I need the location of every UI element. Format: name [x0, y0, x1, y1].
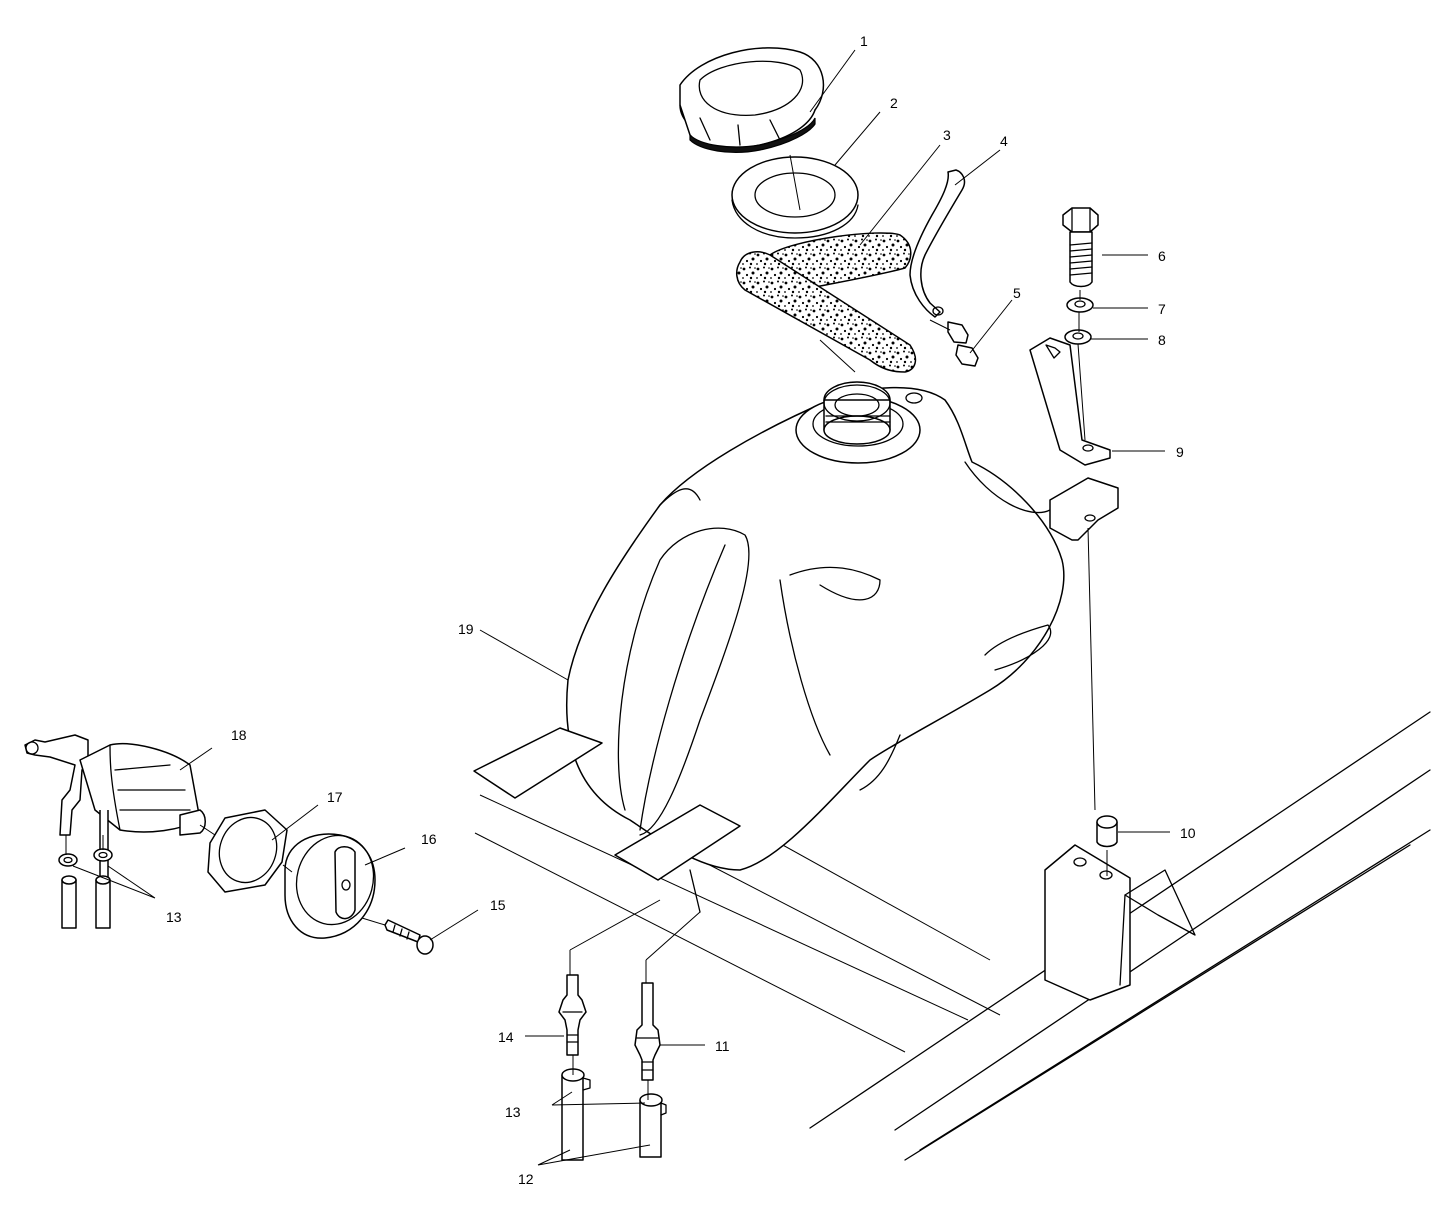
fuel-lines-bottom	[561, 1068, 667, 1161]
callout-13-bottom: 13	[505, 1104, 521, 1120]
callout-14: 14	[498, 1029, 514, 1045]
callout-labels: 1 2 3 4 5 6 7 8 9 10 11 12 13 13 14 15 1…	[166, 33, 1196, 1187]
assembly-guide-lines	[65, 154, 1108, 1100]
fuel-fitting-left	[558, 974, 587, 1056]
callout-10: 10	[1180, 825, 1196, 841]
callout-4: 4	[1000, 133, 1008, 149]
filter-hose-clamps	[58, 848, 113, 929]
flat-washer	[1064, 329, 1092, 345]
callout-8: 8	[1158, 332, 1166, 348]
fuel-filter	[24, 734, 206, 881]
cap-gasket	[731, 156, 859, 239]
callout-15: 15	[490, 897, 506, 913]
fuel-tank	[566, 381, 1065, 871]
fuel-fitting-right	[634, 982, 661, 1081]
tank-mount-tabs	[473, 477, 1119, 881]
callout-16: 16	[421, 831, 437, 847]
callout-6: 6	[1158, 248, 1166, 264]
callout-12: 12	[518, 1171, 534, 1187]
fuel-valve	[284, 833, 376, 939]
callout-19: 19	[458, 621, 474, 637]
callout-5: 5	[1013, 285, 1021, 301]
callout-7: 7	[1158, 301, 1166, 317]
callout-17: 17	[327, 789, 343, 805]
callout-2: 2	[890, 95, 898, 111]
callout-11: 11	[715, 1038, 730, 1054]
bolt	[1062, 207, 1099, 288]
hex-nut	[207, 809, 288, 893]
spacer	[1096, 815, 1118, 848]
frame-mount-bracket	[1044, 844, 1196, 1001]
valve-screw	[384, 919, 434, 955]
lock-washer	[1066, 297, 1094, 313]
vent-fitting	[947, 321, 979, 367]
callout-18: 18	[231, 727, 247, 743]
vent-hose	[909, 169, 966, 318]
foam-pad	[735, 232, 917, 373]
callout-13-left: 13	[166, 909, 182, 925]
callout-9: 9	[1176, 444, 1184, 460]
callout-3: 3	[943, 127, 951, 143]
fuel-cap	[679, 47, 825, 153]
leader-lines	[72, 49, 1170, 1166]
callout-1: 1	[860, 33, 868, 49]
tank-bracket	[1029, 337, 1111, 466]
